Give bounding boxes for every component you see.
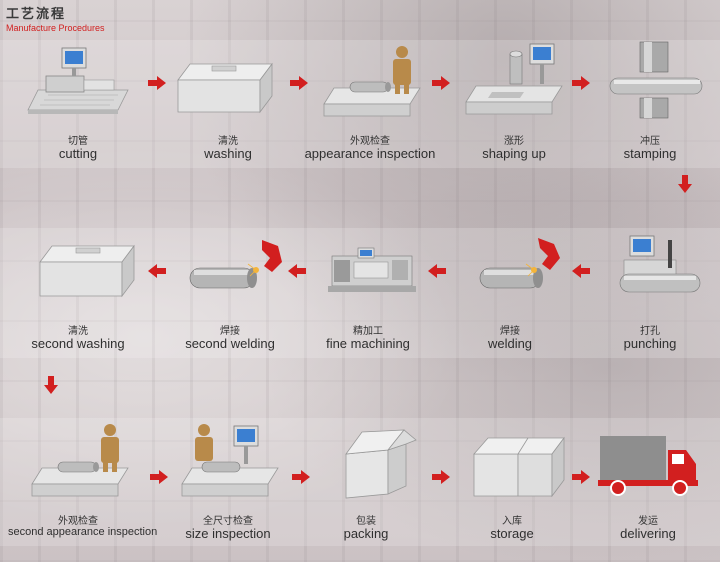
washing-tank-icon: [177, 62, 273, 114]
step-label-cn: 外观检查: [350, 136, 390, 147]
arrow-down-icon: [678, 175, 692, 193]
step-label-cn: 外观检查: [58, 516, 98, 527]
arrow-right-icon: [150, 470, 168, 484]
cnc-machine-icon: [328, 247, 416, 292]
step-cutting: 切管 cutting: [8, 40, 148, 180]
step-second-washing: 清洗 second washing: [8, 230, 148, 370]
step-fine-machining: 精加工 fine machining: [298, 230, 438, 370]
step-second-appearance-inspection: 外观检查 second appearance inspection: [8, 420, 158, 560]
step-label-en: second washing: [31, 336, 125, 351]
step-shaping-up: 涨形 shaping up: [444, 40, 584, 180]
arrow-left-icon: [288, 264, 306, 278]
arrow-left-icon: [572, 264, 590, 278]
arrow-right-icon: [148, 76, 166, 90]
step-label-cn: 入库: [502, 516, 522, 527]
arrow-right-icon: [292, 470, 310, 484]
washing-tank-icon: [39, 244, 135, 298]
stacked-boxes-icon: [473, 436, 565, 498]
step-label-cn: 清洗: [68, 326, 88, 337]
step-stamping: 冲压 stamping: [580, 40, 720, 180]
delivery-truck-icon: [598, 436, 698, 496]
step-label-cn: 精加工: [353, 326, 383, 337]
step-label-en: fine machining: [326, 336, 410, 351]
step-label-cn: 全尺寸检查: [203, 516, 253, 527]
inspection-worker-icon: [323, 46, 421, 117]
step-welding: 焊接 welding: [440, 230, 580, 370]
step-label-en: shaping up: [482, 146, 546, 161]
step-label-cn: 焊接: [220, 326, 240, 337]
shaping-press-icon: [465, 43, 563, 115]
step-label-en: washing: [204, 146, 252, 161]
page-title: 工艺流程: [6, 6, 67, 21]
step-label-cn: 切管: [68, 136, 88, 147]
cutting-machine-icon: [27, 47, 129, 114]
arrow-right-icon: [432, 76, 450, 90]
step-label-en: welding: [487, 336, 533, 351]
step-label-en: punching: [623, 336, 677, 351]
arrow-right-icon: [572, 470, 590, 484]
step-label-en: stamping: [623, 146, 677, 161]
welding-torch-icon: [479, 238, 560, 289]
step-label-en: storage: [490, 526, 534, 541]
step-washing: 清洗 washing: [158, 40, 298, 180]
step-packing: 包装 packing: [296, 420, 436, 560]
step-label-en: appearance inspection: [304, 146, 436, 161]
measuring-station-icon: [181, 424, 279, 497]
step-label-en: cutting: [58, 146, 98, 161]
step-label-cn: 清洗: [218, 136, 238, 147]
stamping-die-icon: [609, 41, 703, 119]
step-size-inspection: 全尺寸检查 size inspection: [158, 420, 298, 560]
step-delivering: 发运 delivering: [578, 420, 718, 560]
arrow-left-icon: [428, 264, 446, 278]
step-label-cn: 发运: [638, 516, 658, 527]
open-box-icon: [345, 429, 417, 499]
step-label-en: packing: [343, 526, 389, 541]
arrow-left-icon: [148, 264, 166, 278]
page-subtitle: Manufacture Procedures: [6, 23, 105, 33]
step-label-en: delivering: [620, 526, 676, 541]
arrow-right-icon: [572, 76, 590, 90]
step-label-cn: 涨形: [504, 136, 524, 147]
inspection-worker-icon: [31, 424, 129, 497]
step-label-en: size inspection: [185, 526, 271, 541]
step-label-cn: 冲压: [640, 136, 660, 147]
arrow-right-icon: [290, 76, 308, 90]
arrow-right-icon: [432, 470, 450, 484]
punching-machine-icon: [619, 235, 701, 293]
arrow-down-icon: [44, 376, 58, 394]
step-label-cn: 焊接: [500, 326, 520, 337]
step-label-en: second appearance inspection: [8, 526, 158, 538]
step-appearance-inspection: 外观检查 appearance inspection: [300, 40, 440, 180]
step-punching: 打孔 punching: [580, 230, 720, 370]
step-label-cn: 打孔: [640, 326, 660, 337]
step-label-en: second welding: [185, 336, 275, 351]
step-label-cn: 包装: [356, 516, 376, 527]
header: 工艺流程 Manufacture Procedures: [6, 3, 105, 33]
step-second-welding: 焊接 second welding: [160, 230, 300, 370]
step-storage: 入库 storage: [442, 420, 582, 560]
welding-torch-icon: [189, 240, 282, 289]
